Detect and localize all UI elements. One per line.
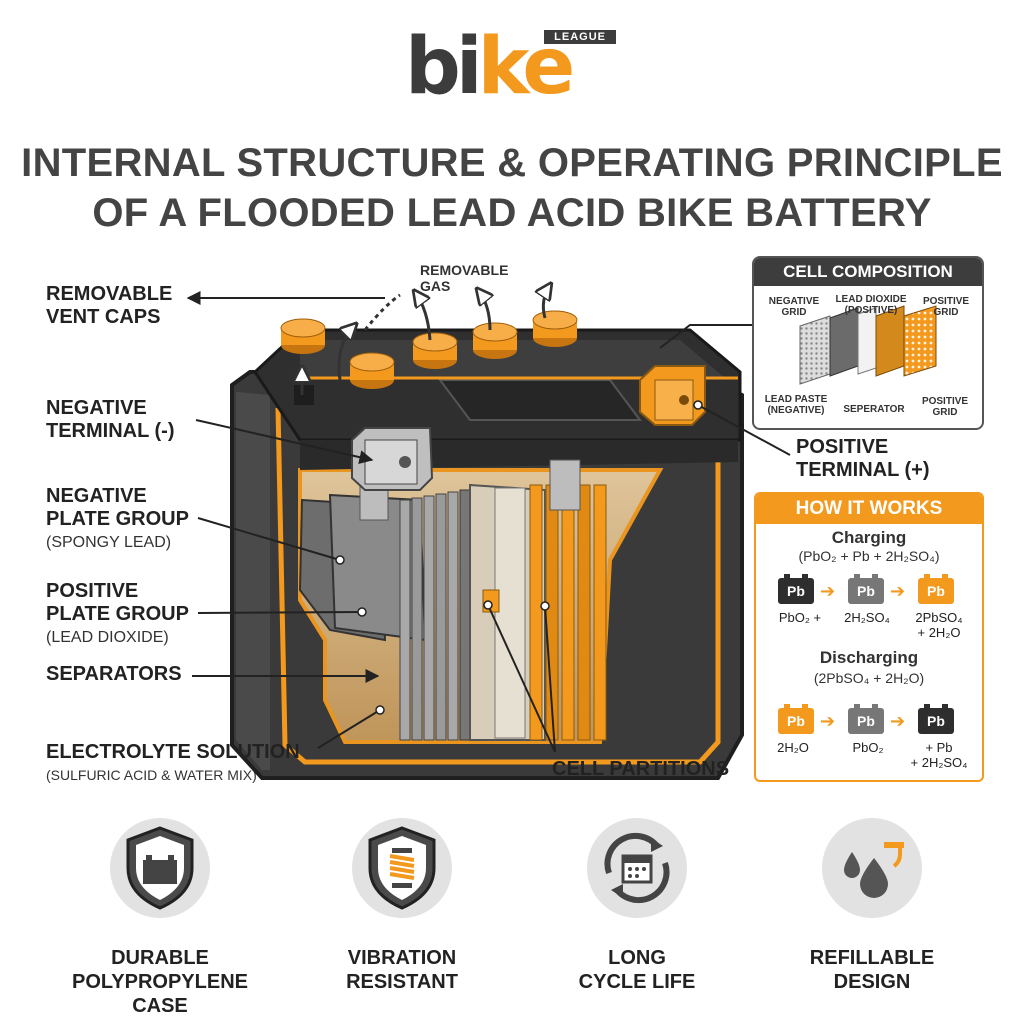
how-it-works-panel: HOW IT WORKS Charging (PbO₂ + Pb + 2H₂SO… — [754, 492, 984, 782]
charging-title: Charging — [831, 528, 907, 547]
discharging-chip-3: Pb — [918, 704, 954, 734]
discharging-sub-1: 2H₂O — [777, 740, 809, 755]
positive-grid-layer — [903, 305, 937, 377]
label-vent-caps: REMOVABLE VENT CAPS — [46, 283, 173, 328]
separator-layer — [857, 307, 877, 375]
vent-caps — [280, 310, 578, 405]
charging-sub-1: PbO₂ + — [778, 610, 822, 625]
arrow-right-icon: ➔ — [820, 711, 836, 731]
cc-separator: SEPERATOR — [843, 404, 905, 415]
label-electrolyte: ELECTROLYTE SOLUTION (SULFURIC ACID & WA… — [46, 741, 300, 783]
negative-grid-layer — [799, 315, 831, 385]
discharging-chip-1: Pb — [778, 704, 814, 734]
charging-sub-2: 2H₂SO₄ — [844, 610, 890, 625]
charging-chip-3: Pb — [918, 574, 954, 604]
cell-composition-header: CELL COMPOSITION — [754, 258, 982, 286]
discharging-sub-3: + Pb+ 2H₂SO₄ — [910, 740, 968, 770]
lead-paste-layer — [829, 307, 859, 377]
label-positive-terminal: POSITIVE TERMINAL (+) — [796, 436, 930, 481]
arrow-right-icon: ➔ — [890, 711, 906, 731]
how-it-works-header: HOW IT WORKS — [756, 494, 982, 524]
positive-terminal — [639, 365, 706, 426]
page-title: INTERNAL STRUCTURE & OPERATING PRINCIPLE… — [0, 138, 1024, 238]
arrow-right-icon: ➔ — [890, 581, 906, 601]
brand-logo: bike LEAGUE — [405, 22, 620, 112]
discharging-title: Discharging — [819, 648, 919, 667]
positive-plate-group — [469, 459, 607, 741]
cc-lead-dioxide: LEAD DIOXIDE(POSITIVE) — [835, 294, 907, 316]
spring-shield-icon — [352, 818, 452, 918]
label-negative-terminal: NEGATIVE TERMINAL (-) — [46, 397, 175, 442]
calendar-cycle-icon — [587, 818, 687, 918]
label-positive-plate-group: POSITIVE PLATE GROUP (LEAD DIOXIDE) — [46, 580, 189, 646]
drop-refill-icon — [822, 818, 922, 918]
title-line-1: INTERNAL STRUCTURE & OPERATING PRINCIPLE — [21, 141, 1003, 185]
battery-shield-icon — [110, 818, 210, 918]
gas-arrows — [302, 285, 550, 395]
label-cell-partitions: CELL PARTITIONS — [552, 758, 730, 780]
cc-lead-paste: LEAD PASTE(NEGATIVE) — [764, 394, 828, 416]
label-separators: SEPARATORS — [46, 663, 182, 685]
charging-formula: (PbO₂ + Pb + 2H₂SO₄) — [798, 548, 940, 564]
title-line-2: OF A FLOODED LEAD ACID BIKE BATTERY — [92, 191, 932, 235]
charging-chip-2: Pb — [848, 574, 884, 604]
callout-lines — [186, 291, 791, 753]
cell-layers-graphic — [799, 305, 937, 385]
label-negative-plate-group: NEGATIVE PLATE GROUP (SPONGY LEAD) — [46, 485, 189, 551]
discharging-formula: (2PbSO₄ + 2H₂O) — [813, 670, 925, 686]
charging-chip-1: Pb — [778, 574, 814, 604]
discharging-sub-2: PbO₂ — [852, 740, 884, 755]
arrow-right-icon: ➔ — [820, 581, 836, 601]
negative-plate-group — [298, 459, 473, 741]
discharging-chip-2: Pb — [848, 704, 884, 734]
logo-text-bi: bi — [405, 22, 483, 112]
label-removable-gas: REMOVABLE GAS — [420, 262, 509, 294]
negative-terminal — [351, 427, 434, 491]
lead-dioxide-layer — [875, 305, 905, 377]
charging-sub-3: 2PbSO₄+ 2H₂O — [915, 610, 963, 640]
logo-tag: LEAGUE — [544, 30, 616, 44]
